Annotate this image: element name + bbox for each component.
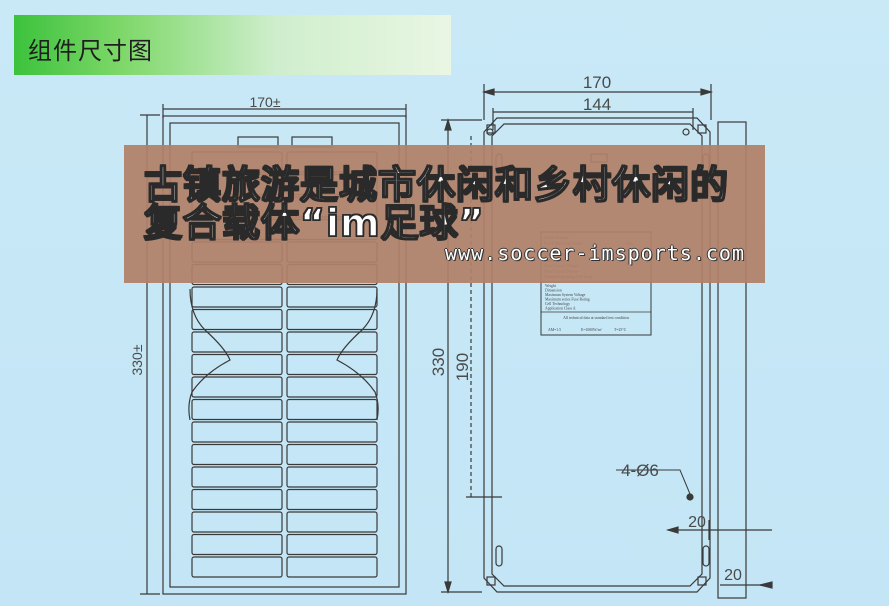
rv-hole-label: 4-Ø6 — [621, 461, 659, 480]
rv-outer-width-label: 170 — [583, 73, 611, 92]
nameplate-line: Maximum System Voltage — [545, 293, 586, 297]
left-panel-frame — [162, 115, 407, 595]
solar-cell — [191, 398, 283, 421]
solar-cell — [191, 466, 283, 488]
left-width-label: 170± — [249, 94, 280, 110]
solar-cell — [191, 421, 283, 443]
solar-cell — [191, 488, 283, 511]
nameplate-line: Maximum series Fuse Rating — [545, 298, 590, 302]
solar-cell — [286, 533, 378, 556]
promo-overlay: 古镇旅游是城市休闲和乡村休闲的 复合载体“im足球” www.soccer-im… — [124, 145, 765, 283]
title-bar: 组件尺寸图 — [14, 15, 451, 75]
rv-hole-tl — [486, 128, 494, 136]
rv-bottom-offset-label: 20 — [688, 514, 706, 531]
rv-corner-tl — [486, 124, 496, 134]
solar-cell — [286, 331, 378, 353]
rv-slot-bl — [495, 545, 503, 567]
rv-outer-arrow-left — [481, 88, 495, 96]
solar-cell — [191, 331, 283, 353]
nameplate-footer-value: AM=1.5 — [548, 328, 561, 332]
solar-cell — [286, 421, 378, 443]
solar-cell — [191, 556, 283, 578]
overlay-headline-line1: 古镇旅游是城市休闲和乡村休闲的 — [143, 163, 730, 207]
rv-slot-br — [702, 545, 710, 567]
nameplate-footer-value: E=1000W/m² — [581, 328, 603, 332]
solar-cell — [191, 533, 283, 556]
left-hourglass-right — [336, 288, 379, 421]
rv-height-label: 330 — [429, 348, 448, 376]
solar-cell — [286, 308, 378, 331]
left-height-label: 330± — [129, 344, 145, 375]
solar-cell — [286, 511, 378, 533]
nameplate-line: Dimension — [545, 289, 562, 293]
rv-mount-hole — [686, 493, 694, 501]
rv-side-arrow — [759, 581, 773, 589]
solar-cell — [191, 308, 283, 331]
rv-outer-arrow-right — [700, 88, 714, 96]
slide-title: 组件尺寸图 — [28, 37, 153, 65]
rv-hole-leader — [616, 469, 691, 495]
rv-offset-arrow — [665, 526, 679, 534]
solar-cell — [286, 443, 378, 466]
nameplate-line: Application Class A — [545, 307, 576, 311]
nameplate-footer: All technical data at standard test cond… — [563, 316, 629, 320]
solar-cell — [286, 286, 378, 308]
solar-cell — [191, 286, 283, 308]
rv-hole-height-label: 190 — [453, 353, 472, 381]
left-panel-inner-frame — [169, 122, 400, 588]
overlay-headline-line2: 复合载体“im足球” — [143, 201, 485, 245]
nameplate-line: Cell Technology — [545, 302, 570, 306]
solar-cell — [286, 488, 378, 511]
rv-side-view — [717, 121, 747, 599]
solar-cell — [191, 353, 283, 376]
solar-cell — [286, 556, 378, 578]
rv-corner-br — [697, 576, 707, 586]
rv-side-offset-label: 20 — [724, 567, 742, 584]
solar-cell — [191, 443, 283, 466]
nameplate-line: Weight — [545, 284, 557, 288]
overlay-url: www.soccer-imsports.com — [445, 241, 745, 265]
rv-corner-tr — [697, 124, 707, 134]
rv-corner-bl — [486, 576, 496, 586]
nameplate-footer-value: T=25°C — [614, 328, 627, 332]
rv-height-arrow-top — [444, 117, 452, 131]
solar-cell — [191, 511, 283, 533]
solar-cell — [286, 466, 378, 488]
solar-cell — [286, 398, 378, 421]
solar-cell — [286, 376, 378, 398]
rv-hole-tr — [682, 128, 690, 136]
rv-hole-spacing-label: 144 — [583, 95, 611, 114]
solar-cell — [191, 376, 283, 398]
solar-cell — [286, 353, 378, 376]
rv-height-arrow-bottom — [444, 581, 452, 595]
left-hourglass-left — [188, 288, 231, 421]
